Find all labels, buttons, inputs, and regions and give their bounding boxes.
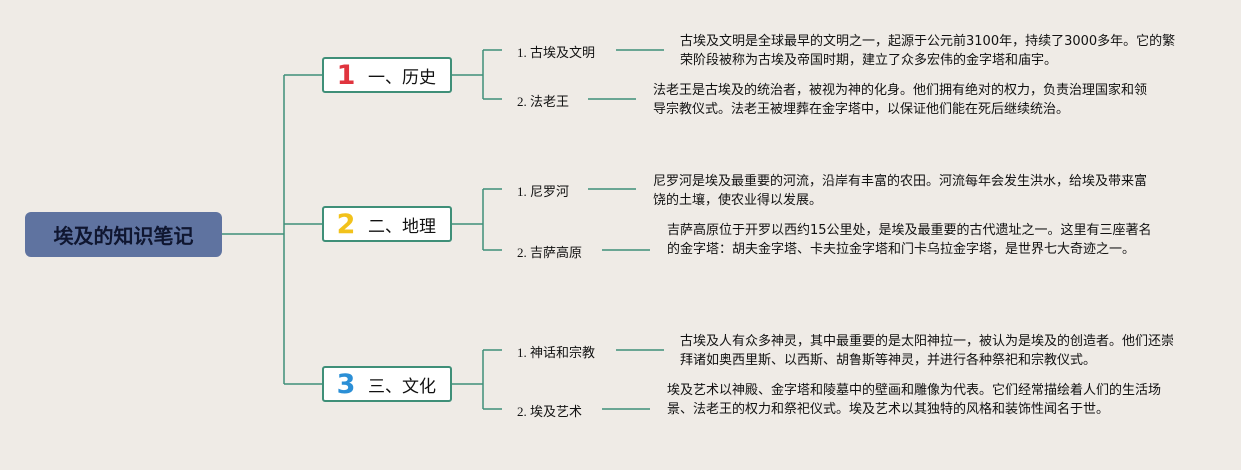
root-title: 埃及的知识笔记 (53, 224, 194, 248)
note-nile: 尼罗河是埃及最重要的河流，沿岸有丰富的农田。河流每年会发生洪水，给埃及带来富饶的… (653, 174, 1148, 208)
section-label: 二、地理 (368, 216, 436, 237)
section-culture[interactable]: 3 三、文化 (322, 366, 452, 402)
subtopic-giza-plateau[interactable]: 2. 吉萨高原 (517, 245, 583, 260)
subtopic-egyptian-art[interactable]: 2. 埃及艺术 (517, 404, 583, 419)
note-egyptian-art: 埃及艺术以神殿、金字塔和陵墓中的壁画和雕像为代表。它们经常描绘着人们的生活场景、… (667, 383, 1162, 417)
subtopic-mythology-religion[interactable]: 1. 神话和宗教 (517, 345, 596, 360)
subtopic-nile[interactable]: 1. 尼罗河 (517, 184, 570, 199)
subtopic-ancient-civilization[interactable]: 1. 古埃及文明 (517, 45, 596, 60)
section-number-3: 3 (336, 368, 356, 400)
note-mythology-religion: 古埃及人有众多神灵，其中最重要的是太阳神拉一，被认为是埃及的创造者。他们还崇拜诸… (680, 334, 1175, 368)
subtopic-pharaoh[interactable]: 2. 法老王 (517, 94, 570, 109)
section-history[interactable]: 1 一、历史 (322, 57, 452, 93)
section-label: 一、历史 (368, 67, 436, 88)
note-pharaoh: 法老王是古埃及的统治者，被视为神的化身。他们拥有绝对的权力，负责治理国家和领导宗… (653, 83, 1148, 117)
note-ancient-civilization: 古埃及文明是全球最早的文明之一，起源于公元前3100年，持续了3000多年。它的… (680, 34, 1176, 68)
section-number-2: 2 (336, 208, 356, 240)
section-number-1: 1 (336, 59, 356, 91)
root-node[interactable]: 埃及的知识笔记 (25, 212, 222, 257)
note-giza-plateau: 吉萨高原位于开罗以西约15公里处，是埃及最重要的古代遗址之一。这里有三座著名的金… (667, 223, 1152, 257)
section-label: 三、文化 (368, 376, 436, 397)
section-geography[interactable]: 2 二、地理 (322, 206, 452, 242)
